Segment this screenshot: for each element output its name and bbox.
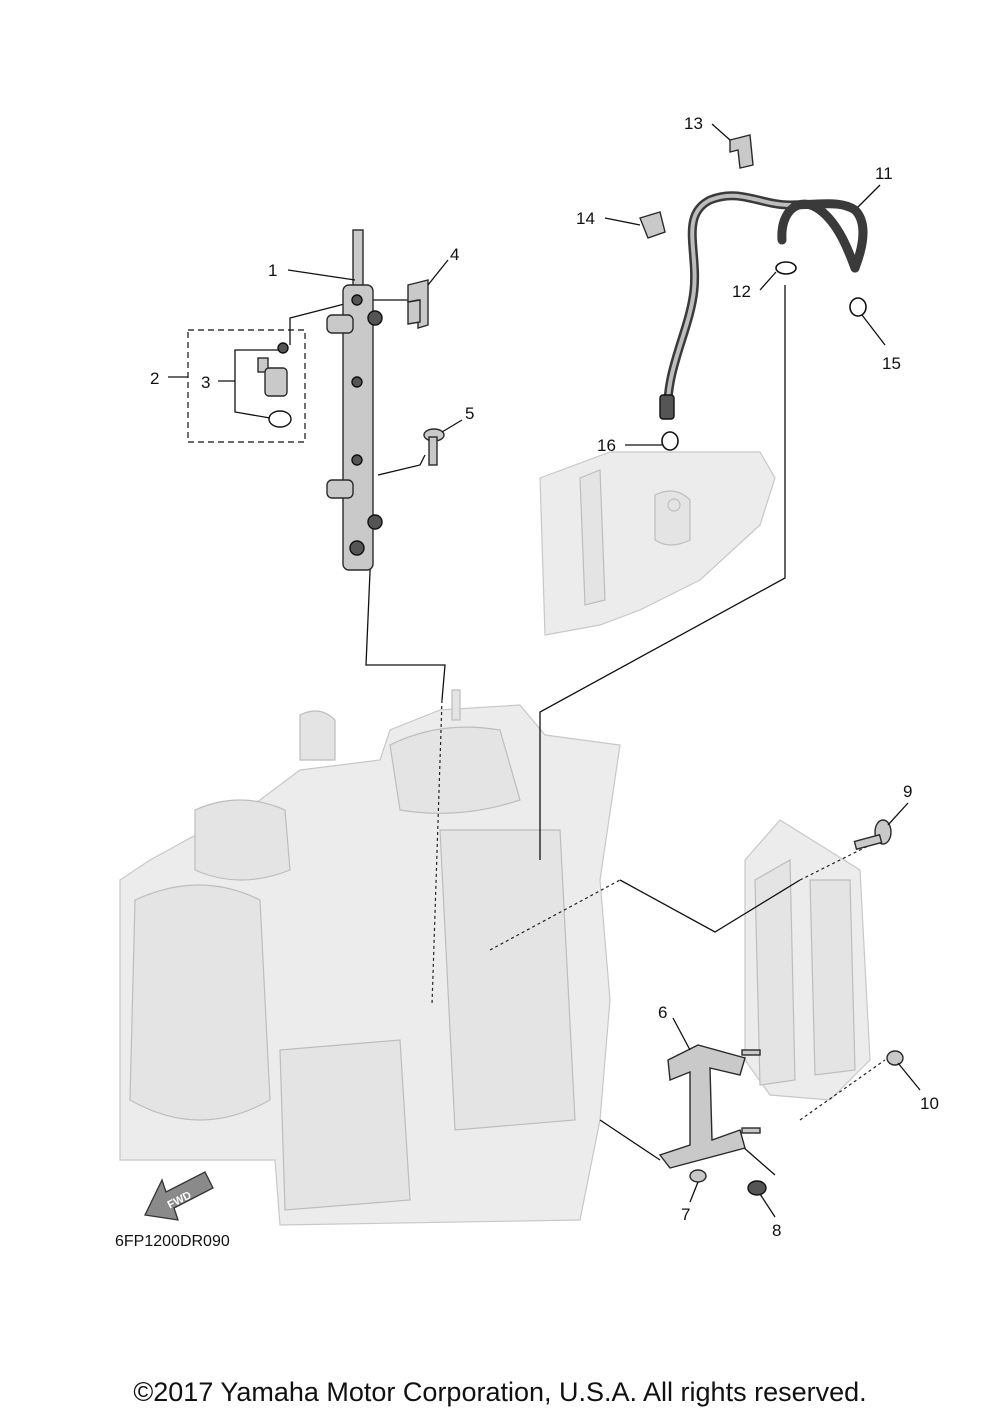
- vapor-separator-ghost: [744, 819, 871, 1101]
- callout-numbers: 1 2 3 4 5 6 7 8 9 10 11 12 13 14 15 16: [150, 114, 939, 1240]
- callout-6: 6: [658, 1003, 667, 1022]
- callout-14: 14: [576, 209, 595, 228]
- fwd-arrow-icon: FWD: [144, 1171, 214, 1221]
- grommet-10[interactable]: [886, 1050, 904, 1066]
- copyright-notice: ©2017 Yamaha Motor Corporation, U.S.A. A…: [133, 1377, 867, 1407]
- engine-block-ghost: [119, 689, 621, 1226]
- injector-kit-box: [187, 329, 306, 443]
- callout-leaders: [168, 123, 921, 1218]
- fuel-rail-clip[interactable]: [407, 279, 429, 329]
- hose-clip-13[interactable]: [729, 134, 754, 169]
- fuel-hose[interactable]: [659, 191, 868, 420]
- callout-13: 13: [684, 114, 703, 133]
- bracket-6[interactable]: [658, 1044, 761, 1169]
- hose-clip-14[interactable]: [639, 211, 666, 239]
- clamp-16[interactable]: [661, 431, 679, 451]
- callout-8: 8: [772, 1221, 781, 1240]
- callout-3: 3: [201, 373, 210, 392]
- fuel-rail[interactable]: [326, 229, 383, 571]
- callout-9: 9: [903, 782, 912, 801]
- callout-1: 1: [268, 261, 277, 280]
- callout-16: 16: [597, 436, 616, 455]
- callout-5: 5: [465, 404, 474, 423]
- callout-7: 7: [681, 1205, 690, 1224]
- callout-12: 12: [732, 282, 751, 301]
- clamp-15[interactable]: [849, 297, 867, 317]
- connection-lines: [289, 285, 886, 1176]
- bolt-5[interactable]: [423, 428, 445, 466]
- bolt-7[interactable]: [689, 1169, 707, 1183]
- callout-10: 10: [920, 1094, 939, 1113]
- nut-8[interactable]: [747, 1180, 767, 1196]
- callout-2: 2: [150, 369, 159, 388]
- clamp-12[interactable]: [775, 261, 797, 275]
- callout-11: 11: [875, 164, 893, 183]
- callout-15: 15: [882, 354, 901, 373]
- callout-4: 4: [450, 245, 459, 264]
- bolt-9[interactable]: [853, 819, 892, 851]
- injector-kit[interactable]: [187, 329, 306, 443]
- cylinder-head-ghost: [539, 451, 776, 636]
- diagram-code: 6FP1200DR090: [115, 1233, 230, 1250]
